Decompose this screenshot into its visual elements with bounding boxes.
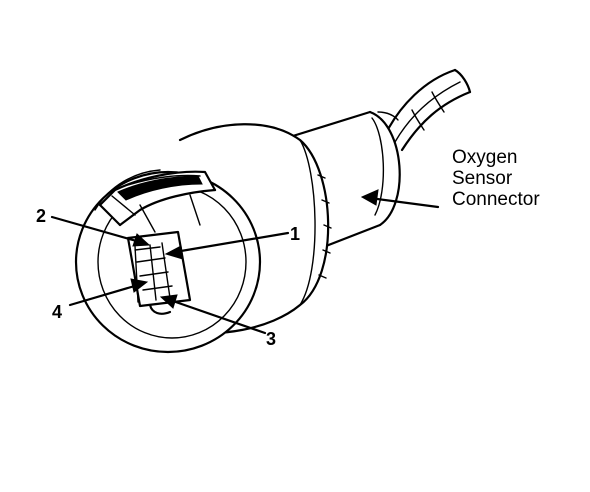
pin-1-label: 1 <box>290 224 300 244</box>
callout-line-1: Oxygen <box>452 147 517 168</box>
pin-4-label: 4 <box>52 302 62 322</box>
locking-tab <box>98 170 217 233</box>
pin-1-leader <box>164 231 290 260</box>
pin-3-leader <box>159 294 267 335</box>
pin-2-label: 2 <box>36 206 46 226</box>
connector-callout-arrow <box>360 189 440 209</box>
callout-line-3: Connector <box>452 189 540 210</box>
cable <box>383 68 472 152</box>
callout-line-2: Sensor <box>452 168 513 189</box>
pin-2-leader <box>50 215 151 247</box>
pin-3-label: 3 <box>266 329 276 349</box>
pin-4-leader <box>68 278 149 307</box>
